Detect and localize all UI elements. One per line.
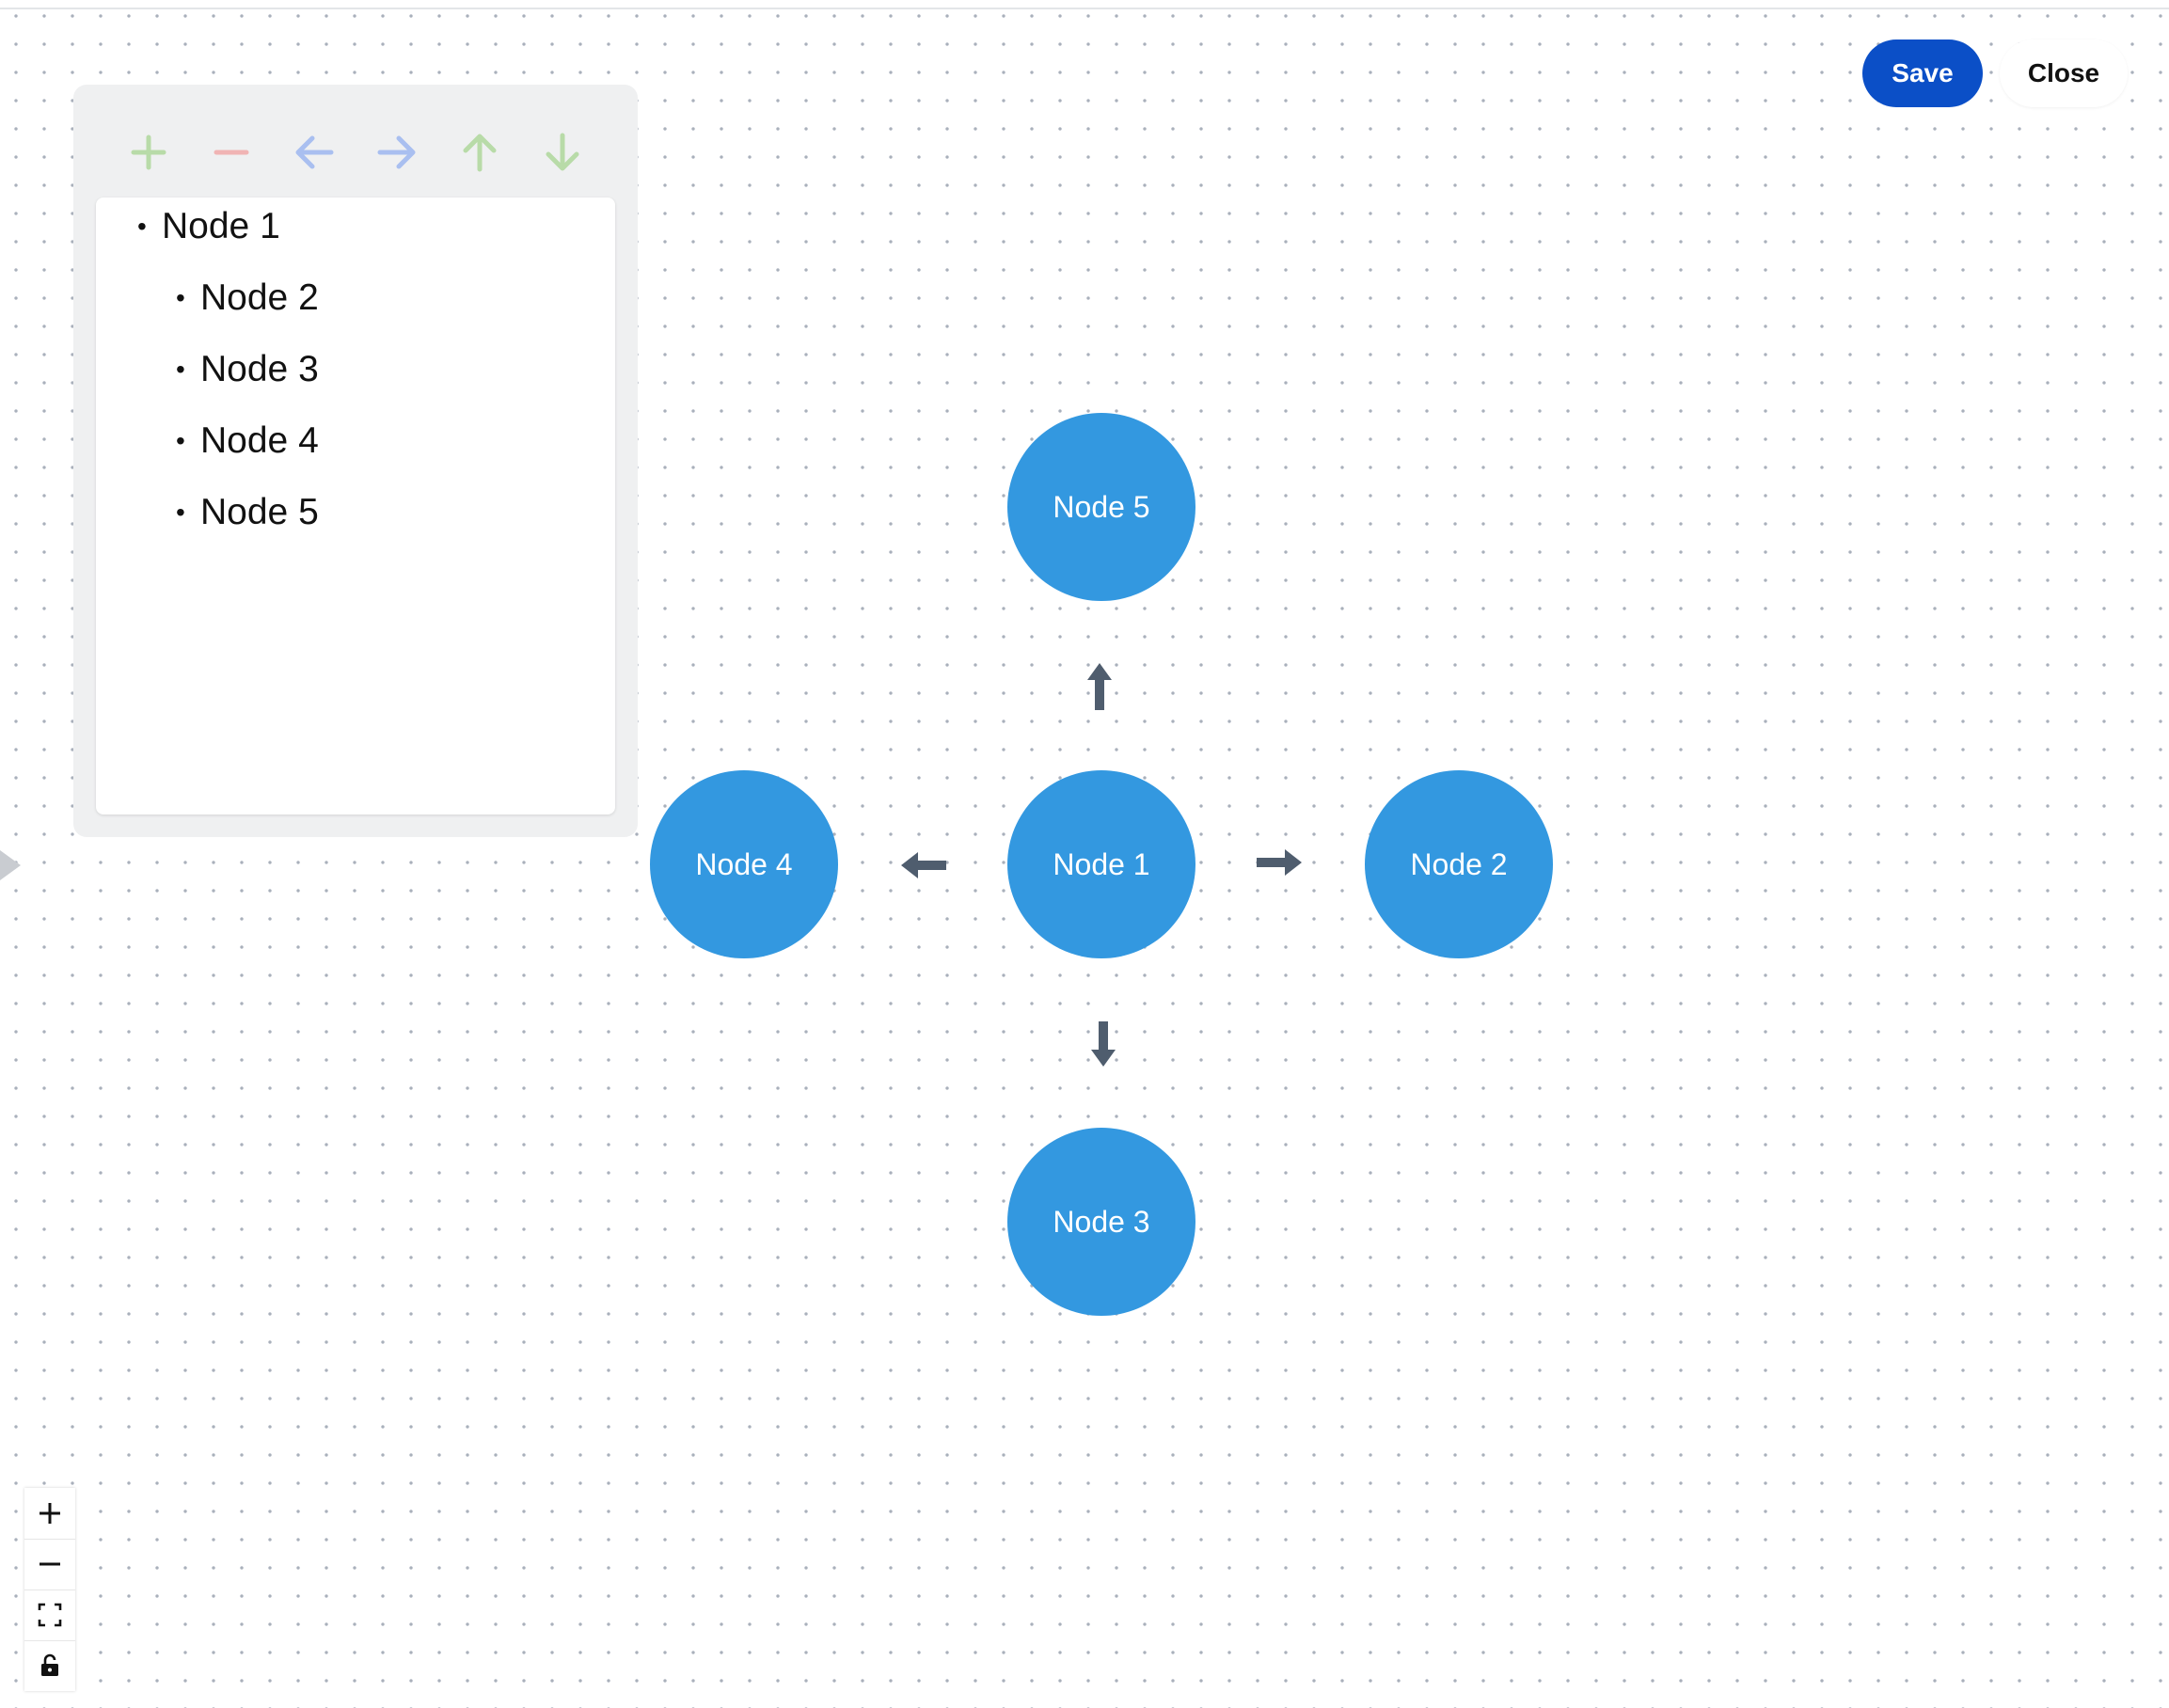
zoom-in-icon bbox=[40, 1503, 60, 1524]
top-divider bbox=[0, 8, 2169, 9]
fit-view-button[interactable] bbox=[24, 1589, 75, 1641]
graph-node-1[interactable]: Node 1 bbox=[1007, 770, 1195, 958]
move-down-button[interactable] bbox=[534, 124, 591, 181]
bullet: • bbox=[176, 355, 185, 384]
zoom-controls bbox=[24, 1488, 75, 1691]
edge-arrow-right bbox=[1257, 849, 1302, 876]
bullet: • bbox=[176, 498, 185, 527]
outline-item-label: Node 3 bbox=[200, 349, 319, 389]
outline-item-label: Node 5 bbox=[200, 492, 319, 532]
arrow-up-icon bbox=[463, 134, 497, 172]
zoom-in-button[interactable] bbox=[24, 1488, 75, 1540]
bullet: • bbox=[176, 283, 185, 312]
arrow-down-icon bbox=[546, 133, 579, 171]
plus-icon bbox=[131, 134, 166, 170]
add-node-button[interactable] bbox=[120, 124, 177, 181]
bullet: • bbox=[176, 426, 185, 455]
move-up-button[interactable] bbox=[451, 124, 508, 181]
zoom-out-button[interactable] bbox=[24, 1539, 75, 1590]
lock-icon bbox=[41, 1653, 58, 1676]
indent-node-button[interactable] bbox=[369, 124, 425, 181]
collapse-panel-handle[interactable] bbox=[0, 846, 23, 884]
graph-node-3[interactable]: Node 3 bbox=[1007, 1128, 1195, 1316]
minus-icon bbox=[214, 150, 249, 155]
outline-item-node-4[interactable]: • Node 4 bbox=[176, 418, 319, 465]
fit-view-icon bbox=[38, 1603, 62, 1627]
save-button[interactable]: Save bbox=[1862, 40, 1983, 107]
arrow-right-icon bbox=[377, 135, 416, 169]
graph-node-4[interactable]: Node 4 bbox=[650, 770, 838, 958]
outline-item-node-5[interactable]: • Node 5 bbox=[176, 489, 319, 536]
outline-item-node-1[interactable]: • Node 1 bbox=[137, 203, 280, 250]
zoom-out-icon bbox=[40, 1562, 60, 1566]
outline-item-label: Node 2 bbox=[200, 277, 319, 318]
close-button[interactable]: Close bbox=[2000, 40, 2128, 107]
lock-button[interactable] bbox=[24, 1640, 75, 1691]
edge-arrow-up bbox=[1087, 663, 1112, 710]
outline-toolbar bbox=[73, 85, 638, 198]
outline-item-label: Node 1 bbox=[162, 206, 280, 246]
outline-panel: • Node 1 • Node 2 • Node 3 • Node 4 • Node 5 bbox=[73, 85, 638, 837]
outline-list: • Node 1 • Node 2 • Node 3 • Node 4 • Node 5 bbox=[96, 198, 615, 814]
outline-item-node-3[interactable]: • Node 3 bbox=[176, 346, 319, 393]
outline-item-label: Node 4 bbox=[200, 420, 319, 461]
edge-arrow-down bbox=[1091, 1021, 1116, 1067]
outline-item-node-2[interactable]: • Node 2 bbox=[176, 275, 319, 322]
graph-node-5[interactable]: Node 5 bbox=[1007, 413, 1195, 601]
graph-node-2[interactable]: Node 2 bbox=[1365, 770, 1553, 958]
arrow-left-icon bbox=[295, 135, 334, 169]
remove-node-button[interactable] bbox=[203, 124, 260, 181]
bullet: • bbox=[137, 212, 147, 241]
outdent-node-button[interactable] bbox=[286, 124, 342, 181]
edge-arrow-left bbox=[901, 852, 946, 878]
